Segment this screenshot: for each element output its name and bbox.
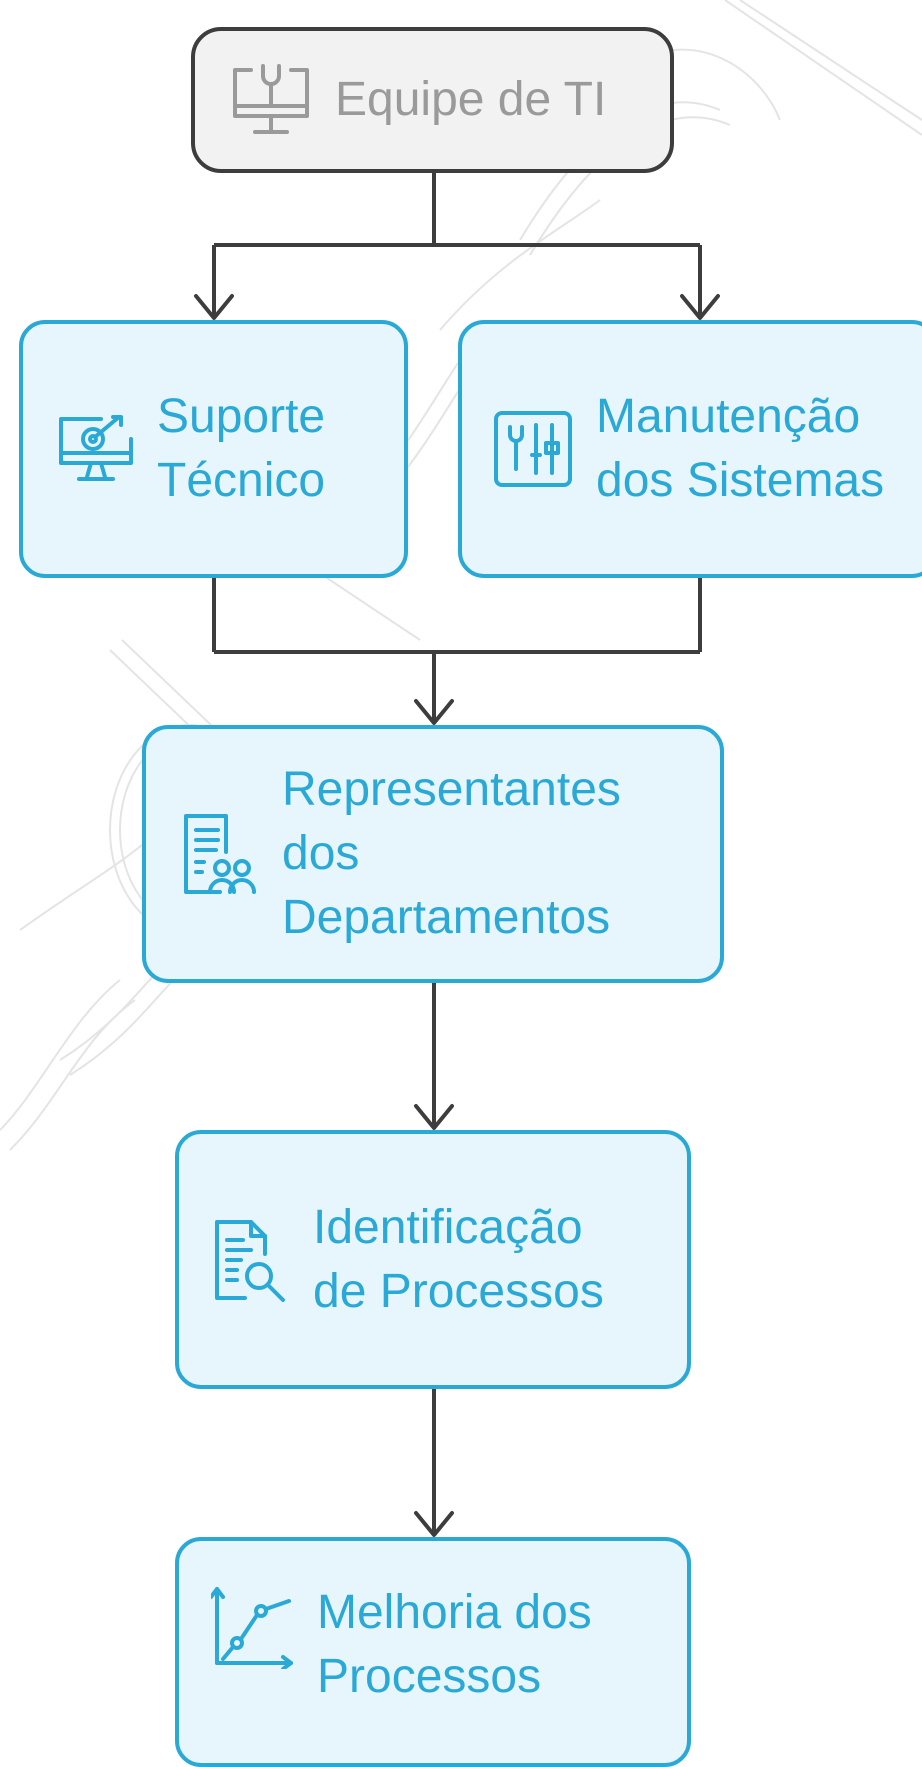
node-dept-reps: Representantes dos Departamentos bbox=[142, 725, 724, 983]
arrowhead-system-maintenance bbox=[680, 294, 720, 320]
node-system-maintenance: Manutenção dos Sistemas bbox=[458, 320, 922, 578]
node-label: Manutenção dos Sistemas bbox=[596, 390, 885, 507]
node-tech-support: Suporte Técnico bbox=[19, 320, 408, 578]
arrowhead-tech-support bbox=[194, 294, 234, 320]
connector-layer bbox=[194, 173, 720, 1537]
node-label: Suporte Técnico bbox=[157, 390, 326, 507]
arrowhead-process-improvement bbox=[414, 1511, 454, 1537]
tools-panel-icon bbox=[494, 411, 572, 487]
monitor-target-icon bbox=[59, 415, 133, 481]
node-label: Identificação de Processos bbox=[313, 1200, 604, 1318]
document-search-icon bbox=[215, 1219, 285, 1302]
node-process-improvement: Melhoria dos Processos bbox=[175, 1537, 691, 1767]
node-process-id: Identificação de Processos bbox=[175, 1130, 691, 1389]
node-label: Equipe de TI bbox=[335, 73, 607, 126]
arrowhead-process-id bbox=[414, 1104, 454, 1130]
node-label: Representantes dos Departamentos bbox=[282, 763, 621, 944]
node-it-team: Equipe de TI bbox=[191, 27, 674, 173]
arrowhead-dept-reps bbox=[414, 699, 454, 725]
document-users-icon bbox=[184, 814, 256, 894]
monitor-wrench-icon bbox=[233, 64, 309, 134]
growth-chart-icon bbox=[211, 1587, 293, 1669]
node-label: Melhoria dos Processos bbox=[317, 1586, 592, 1703]
